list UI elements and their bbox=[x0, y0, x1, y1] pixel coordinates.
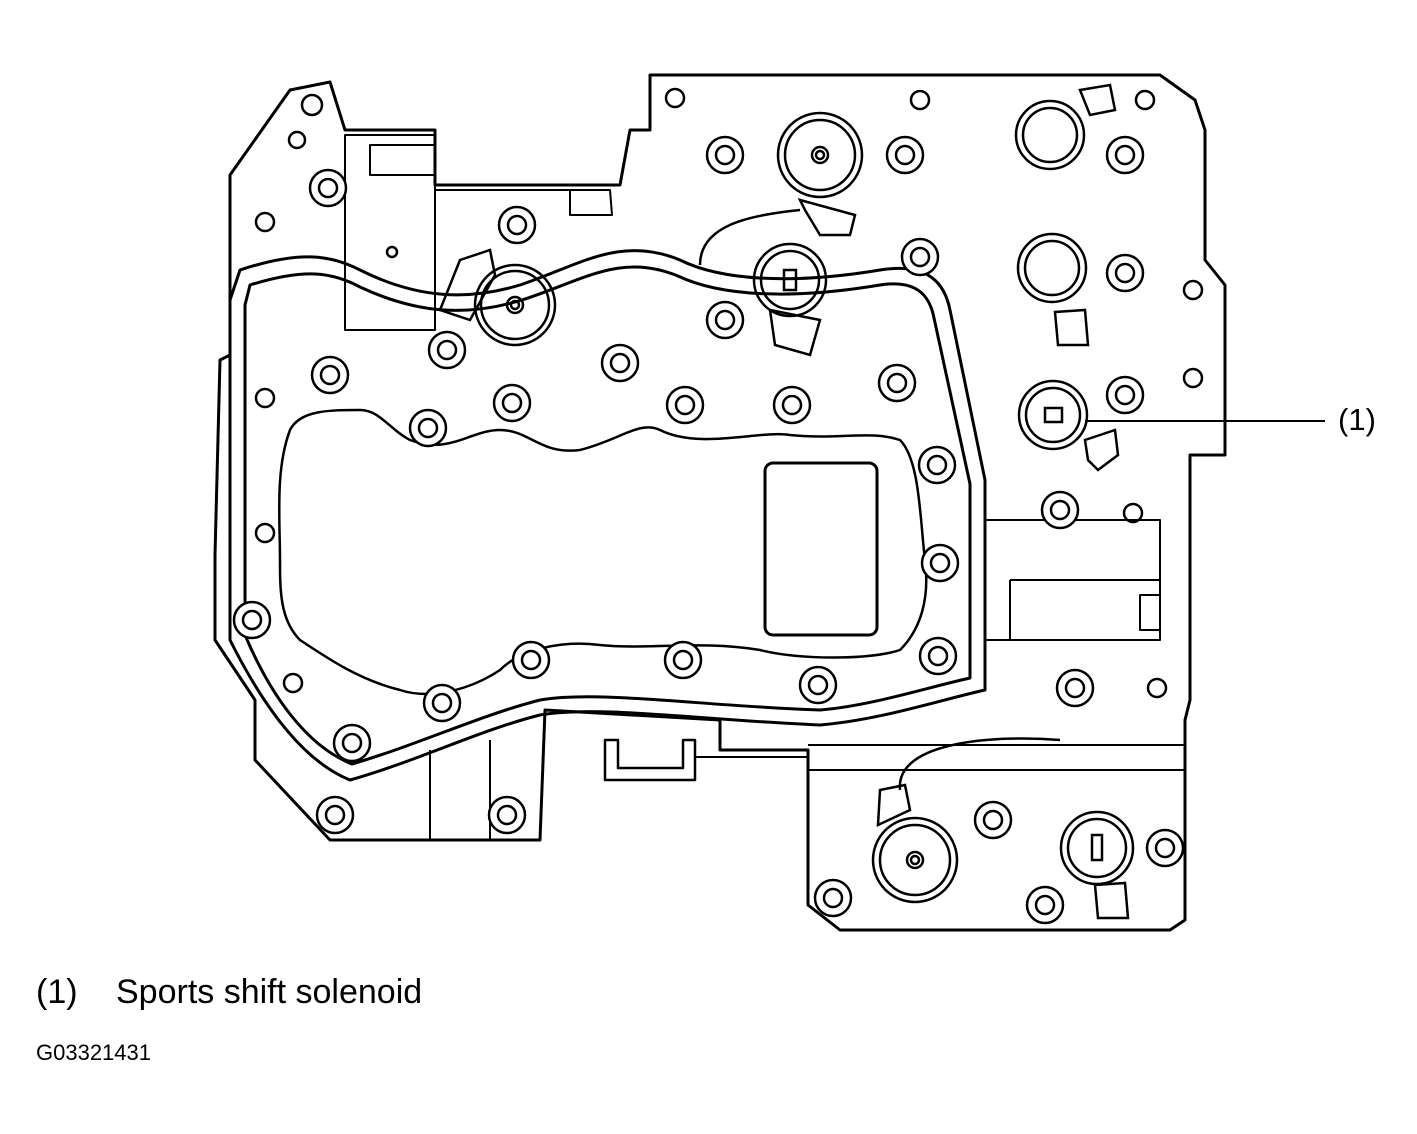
valve-body-outline bbox=[213, 73, 1227, 932]
bolt bbox=[917, 445, 957, 485]
bolt bbox=[705, 135, 745, 175]
solenoid bbox=[438, 248, 557, 347]
bolt bbox=[877, 363, 917, 403]
bolt bbox=[511, 640, 551, 680]
bolt bbox=[427, 330, 467, 370]
bolt bbox=[1145, 828, 1185, 868]
bolt bbox=[332, 723, 372, 763]
bolt bbox=[772, 385, 812, 425]
bolt bbox=[973, 800, 1013, 840]
bolt bbox=[308, 168, 348, 208]
bolt bbox=[315, 795, 355, 835]
gasket-outline bbox=[228, 249, 987, 782]
bolt bbox=[1040, 490, 1080, 530]
solenoids bbox=[438, 83, 1135, 920]
sports-shift-solenoid bbox=[1017, 379, 1120, 472]
bolt bbox=[232, 600, 272, 640]
solenoid bbox=[1059, 810, 1135, 920]
bolt bbox=[900, 237, 940, 277]
legend: (1) Sports shift solenoid bbox=[36, 975, 422, 1009]
bolt bbox=[600, 343, 640, 383]
solenoid bbox=[698, 111, 864, 266]
callout-label-1: (1) bbox=[1338, 402, 1376, 437]
figure-id: G03321431 bbox=[36, 1040, 151, 1065]
legend-number: (1) bbox=[36, 973, 78, 1011]
valve-body-diagram bbox=[213, 73, 1325, 932]
bolt bbox=[813, 878, 853, 918]
bolt bbox=[422, 683, 462, 723]
solenoid bbox=[1016, 232, 1090, 347]
bolt bbox=[1055, 668, 1095, 708]
bolt bbox=[665, 385, 705, 425]
bolt bbox=[663, 640, 703, 680]
bolt bbox=[408, 408, 448, 448]
bolt bbox=[1105, 135, 1145, 175]
bolt bbox=[497, 205, 537, 245]
solenoid bbox=[1014, 83, 1117, 171]
solenoid bbox=[871, 737, 1061, 904]
bolt bbox=[487, 795, 527, 835]
solenoid bbox=[752, 242, 828, 357]
bolt bbox=[918, 636, 958, 676]
bolts bbox=[232, 135, 1185, 925]
bolt bbox=[492, 383, 532, 423]
bolt bbox=[1105, 253, 1145, 293]
bolt bbox=[798, 665, 838, 705]
bolt bbox=[705, 300, 745, 340]
bolt bbox=[885, 135, 925, 175]
bolt bbox=[920, 543, 960, 583]
small-holes bbox=[254, 87, 1204, 699]
bolt bbox=[1105, 375, 1145, 415]
legend-label: Sports shift solenoid bbox=[116, 973, 423, 1011]
bolt bbox=[310, 355, 350, 395]
bolt bbox=[1025, 885, 1065, 925]
